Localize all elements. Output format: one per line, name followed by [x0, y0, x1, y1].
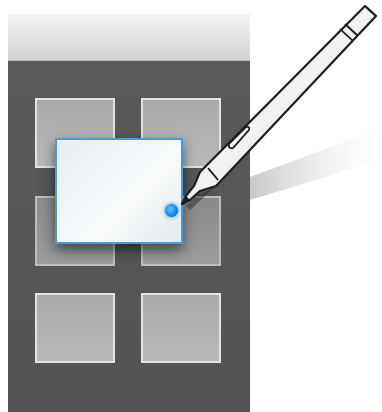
screen-header-bar [8, 14, 250, 61]
hover-pointer-dot [165, 204, 178, 217]
grid-tile[interactable] [35, 293, 115, 363]
grid-tile[interactable] [141, 293, 221, 363]
selected-tile-preview[interactable] [55, 138, 183, 244]
